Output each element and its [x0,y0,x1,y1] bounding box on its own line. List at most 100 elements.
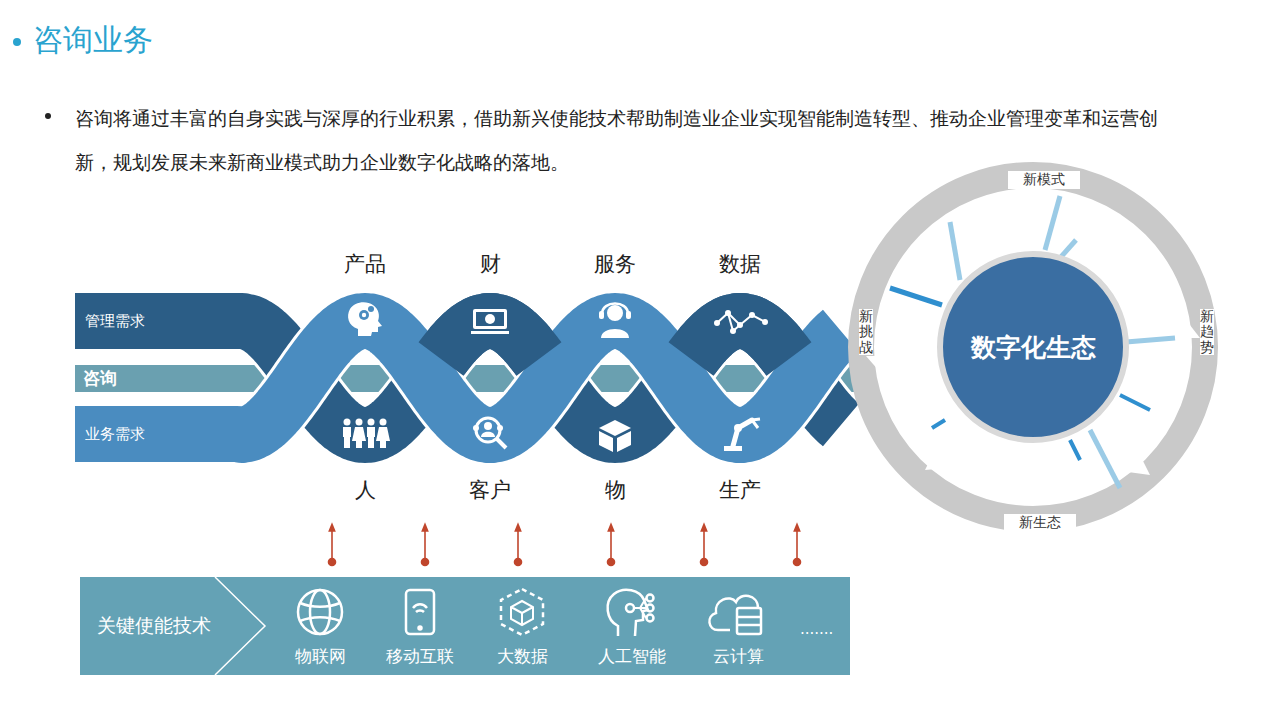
node-text: 数字化生态 [971,331,1096,364]
technology-icon [511,601,533,625]
lobe-icon [368,306,374,312]
technology-bar: 关键使能技术物联网移动互联大数据人工智能云计算 [80,577,850,675]
lobe-icon [752,419,760,428]
ring-label: 新模式 [1008,171,1080,189]
ellipsis: ....... [800,620,833,638]
title-bullet [13,38,21,46]
support-arrow [424,527,426,561]
ribbon-strand [75,321,841,435]
support-arrow [329,559,336,566]
technology-icon [608,590,648,636]
technology-icon [737,624,761,627]
node-text: 移动互联 [386,645,454,668]
lobe-icon [348,302,382,336]
ecosystem-ring [866,356,894,372]
ribbon-edge [75,321,841,435]
lobe-icon [749,312,755,318]
lobe-icon [343,302,768,452]
lobe-icon [714,320,720,326]
ecosystem-ring [1172,320,1200,338]
lobe-icon [717,313,765,331]
lobe-icon [344,419,351,426]
lobe-icon [481,432,495,437]
lobe-icon [734,424,742,432]
lobe-icon [497,425,503,431]
support-arrow [422,559,429,566]
node-text: 人工智能 [598,645,666,668]
lobe-icon [762,319,768,325]
ribbon-strand [691,321,789,359]
node-text: 服务 [594,250,636,278]
ecosystem-rays [950,222,960,280]
support-arrow [329,527,801,566]
twisted-ribbon [75,321,841,435]
technology-icon [647,615,654,622]
lobe-icon [497,439,506,448]
technology-bar [215,577,265,675]
support-arrow [701,559,708,566]
ribbon-lobe: 生产 [685,412,795,504]
ecosystem-rays [932,420,945,428]
ring-label: 新挑战 [859,309,873,355]
lobe-icon [362,313,366,317]
ribbon-strand [75,321,841,435]
ecosystem-ring [1128,455,1150,475]
lobe-icon [485,314,495,324]
lobe-icon [368,437,374,448]
ribbon-lobe: 数据 [685,250,795,346]
node-text: 咨询 [83,367,117,390]
lobe-icon [626,311,631,319]
technology-icon [419,627,422,630]
lobe-icon [601,329,629,338]
support-arrow [703,527,705,561]
ecosystem-rays [890,288,942,305]
ecosystem-rays [1120,395,1150,410]
lobe-icon [471,331,509,334]
technology-icon [737,608,761,634]
ecosystem-ring [861,175,1205,519]
technology-item: 移动互联 [372,643,468,669]
ecosystem-ring [861,175,1205,519]
node-text: 产品 [344,250,386,278]
technology-icon [298,589,761,636]
lobe-icon [380,419,387,426]
lobe-icon [484,422,492,430]
node-text: 管理需求 [85,312,145,331]
technology-icon [737,616,761,619]
technology-bar [80,577,850,675]
ecosystem-rays [1090,430,1120,488]
technology-item: 人工智能 [584,643,680,669]
support-arrow [517,527,519,561]
ribbon-edge [75,321,841,435]
support-arrow [794,559,801,566]
technology-icon [298,590,342,634]
technology-icon [647,595,654,602]
lobe-icon [359,310,369,320]
ribbon-lobe: 物 [560,412,670,504]
lobe-icon [356,419,363,426]
consulting-band: 咨询 [75,365,235,392]
technology-icon [406,590,434,634]
support-arrow [331,527,333,561]
ecosystem-rays [1126,338,1175,342]
technology-icon [300,603,340,621]
ribbon-lobe: 客户 [435,412,545,504]
text-bullet [45,113,51,119]
ecosystem-rays [1070,440,1080,460]
technology-icon [634,598,646,618]
technology-bar [80,577,850,675]
lobe-icon [380,441,386,448]
node-text: 大数据 [497,645,548,668]
ecosystem-ring [925,450,948,470]
technology-icon [626,604,634,612]
node-text: 客户 [469,476,511,504]
requirement-band: 管理需求 [75,293,235,349]
technology-item: 云计算 [690,643,786,669]
lobe-icon [476,418,500,442]
lobe-icon [602,304,628,315]
lobe-icon [737,322,743,328]
lobe-icon [617,431,631,452]
technology-item: 物联网 [272,643,368,669]
support-arrow [796,527,798,561]
